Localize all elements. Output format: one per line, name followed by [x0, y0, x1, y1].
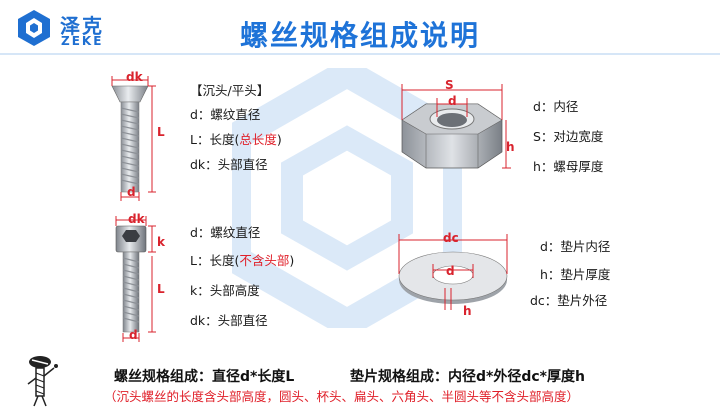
washer-legend-dc: dc：垫片外径: [530, 293, 608, 308]
screw2-legend-dk: dk：头部直径: [190, 313, 268, 328]
screw-mascot-icon: [27, 356, 58, 407]
screw2-legend-d: d：螺纹直径: [190, 225, 261, 240]
brand-name-en: ZEKE: [61, 34, 104, 48]
washer-dim-d: d: [446, 264, 455, 278]
screw2-dim-dk: dk: [128, 212, 145, 226]
nut-dim-h: h: [506, 140, 515, 154]
brand-logo: 泽克 ZEKE: [14, 8, 134, 52]
screw1-dim-L: L: [157, 125, 165, 139]
nut-dim-d: d: [448, 94, 457, 108]
screw2-legend-L: L：长度(不含头部): [190, 253, 295, 268]
screw2-dim-d: d: [129, 328, 138, 342]
screw1-dim-d: d: [127, 185, 136, 199]
page-title: 螺丝规格组成说明: [239, 19, 480, 52]
socket-head-screw-figure: [115, 216, 156, 342]
hex-logo-icon: [18, 10, 50, 46]
screw1-legend-dk: dk：头部直径: [190, 157, 268, 172]
screw1-legend-type: 【沉头/平头】: [190, 83, 270, 98]
washer-figure: [398, 234, 508, 310]
nut-legend-h: h：螺母厚度: [533, 159, 604, 174]
screw2-dim-L: L: [157, 282, 165, 296]
washer-dim-dc: dc: [443, 231, 459, 245]
screw1-legend-d: d：螺纹直径: [190, 107, 261, 122]
brand-name-cn: 泽克: [60, 14, 104, 38]
countersunk-screw-figure: [111, 76, 156, 201]
screw2-dim-k: k: [157, 235, 165, 249]
screw1-legend-L: L：长度(总长度): [190, 132, 282, 147]
nut-legend-s: S：对边宽度: [533, 129, 604, 144]
nut-dim-s: S: [445, 78, 454, 92]
washer-spec-formula: 垫片规格组成：内径d*外径dc*厚度h: [350, 369, 585, 385]
length-footnote: （沉头螺丝的长度含头部高度，圆头、杯头、扁头、六角头、半圆头等不含头部高度）: [104, 389, 580, 404]
screw-spec-formula: 螺丝规格组成：直径d*长度L: [114, 369, 295, 385]
title-divider: [0, 53, 720, 55]
washer-legend-d: d：垫片内径: [540, 239, 611, 254]
nut-legend-d: d：内径: [533, 99, 579, 114]
hex-nut-figure: [401, 84, 511, 169]
washer-legend-h: h：垫片厚度: [540, 267, 611, 282]
washer-dim-h: h: [463, 304, 472, 318]
screw2-legend-k: k：头部高度: [190, 283, 260, 298]
screw1-dim-dk: dk: [126, 70, 143, 84]
